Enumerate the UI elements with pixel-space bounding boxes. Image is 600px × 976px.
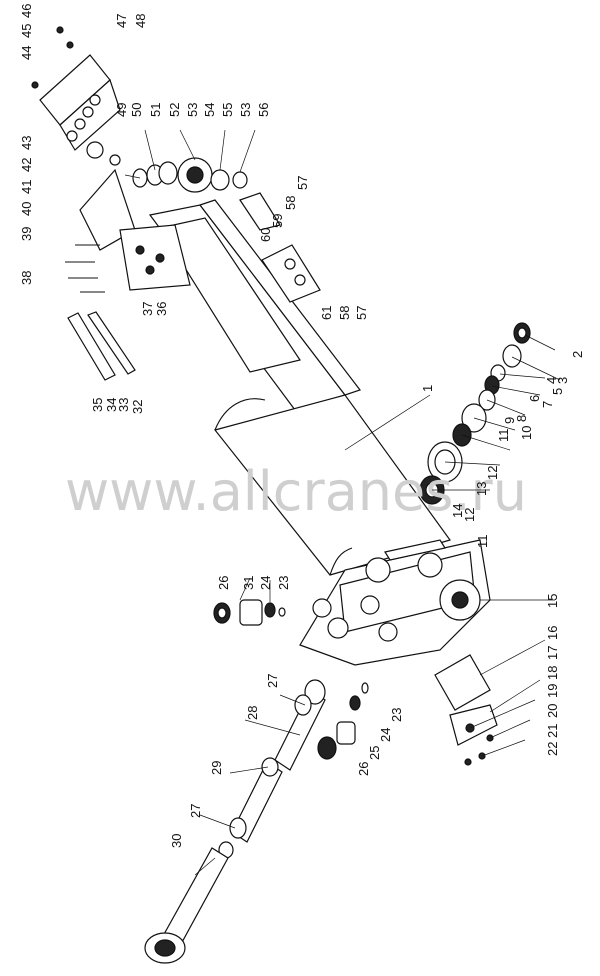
callout-21: 21 <box>545 724 560 738</box>
callout-56: 56 <box>256 103 271 117</box>
callout-3: 3 <box>555 377 570 384</box>
top-left-assembly <box>31 26 121 151</box>
callout-18: 18 <box>545 666 560 680</box>
callout-28: 28 <box>245 706 260 720</box>
callout-44: 44 <box>19 46 34 60</box>
callout-33: 33 <box>116 398 131 412</box>
boom-body <box>148 199 451 576</box>
callout-1: 1 <box>420 385 435 392</box>
callout-23b: 23 <box>389 708 404 722</box>
callout-32: 32 <box>130 400 145 414</box>
callout-11b: 11 <box>475 535 490 549</box>
leader-lines <box>124 129 561 876</box>
callout-27a: 27 <box>265 674 280 688</box>
callout-25: 25 <box>367 746 382 760</box>
callout-34: 34 <box>104 398 119 412</box>
callout-36: 36 <box>154 302 169 316</box>
callout-49: 49 <box>114 103 129 117</box>
callout-51: 51 <box>148 103 163 117</box>
callout-27b: 27 <box>188 804 203 818</box>
callout-57a: 57 <box>295 176 310 190</box>
callout-35: 35 <box>90 398 105 412</box>
callout-53b: 53 <box>238 103 253 117</box>
watermark: www.allcranes.ru <box>65 460 527 523</box>
callout-5: 5 <box>550 388 565 395</box>
callout-15: 15 <box>545 594 560 608</box>
callout-30: 30 <box>169 834 184 848</box>
callout-29: 29 <box>209 761 224 775</box>
callout-41: 41 <box>19 180 34 194</box>
callout-40: 40 <box>19 202 34 216</box>
callout-38: 38 <box>19 271 34 285</box>
callout-55: 55 <box>220 103 235 117</box>
callout-47: 47 <box>114 14 129 28</box>
callout-22: 22 <box>545 742 560 756</box>
sheave-plate-assembly <box>79 141 248 291</box>
callout-10: 10 <box>519 426 534 440</box>
right-bracket <box>239 192 321 303</box>
callout-57b: 57 <box>354 306 369 320</box>
callout-59: 59 <box>270 214 285 228</box>
callout-13: 13 <box>474 482 489 496</box>
callout-17: 17 <box>545 646 560 660</box>
callout-8: 8 <box>514 415 529 422</box>
bolt-rows <box>65 244 105 293</box>
callout-54: 54 <box>202 103 217 117</box>
callout-9: 9 <box>502 417 517 424</box>
callout-39: 39 <box>19 227 34 241</box>
callout-14: 14 <box>450 504 465 518</box>
long-pins <box>144 679 326 964</box>
callout-24b: 24 <box>378 728 393 742</box>
callout-61: 61 <box>319 306 334 320</box>
callout-labels: 1 2 3 4 5 6 7 8 9 10 11 12 13 14 12 11 1… <box>19 4 585 848</box>
callout-12b: 12 <box>462 508 477 522</box>
callout-7: 7 <box>540 401 555 408</box>
callout-23a: 23 <box>276 576 291 590</box>
callout-31: 31 <box>241 576 256 590</box>
callout-24a: 24 <box>258 576 273 590</box>
callout-45: 45 <box>19 24 34 38</box>
callout-12: 12 <box>485 466 500 480</box>
boom-head-bracket <box>299 539 491 666</box>
slide-pads <box>67 311 136 381</box>
callout-2: 2 <box>570 351 585 358</box>
callout-58a: 58 <box>283 196 298 210</box>
callout-4: 4 <box>544 377 559 384</box>
callout-19: 19 <box>545 684 560 698</box>
callout-26a: 26 <box>216 576 231 590</box>
callout-48: 48 <box>133 14 148 28</box>
lower-pin-assembly <box>317 682 369 760</box>
callout-6: 6 <box>527 395 542 402</box>
callout-60: 60 <box>258 228 273 242</box>
callout-26b: 26 <box>356 762 371 776</box>
callout-43: 43 <box>19 136 34 150</box>
callout-52: 52 <box>167 103 182 117</box>
callout-37: 37 <box>140 302 155 316</box>
callout-46: 46 <box>19 4 34 18</box>
callout-58b: 58 <box>337 306 352 320</box>
callout-50: 50 <box>129 103 144 117</box>
callout-53a: 53 <box>185 103 200 117</box>
callout-42: 42 <box>19 158 34 172</box>
end-cover <box>434 654 498 766</box>
callout-20: 20 <box>545 704 560 718</box>
callout-16: 16 <box>545 626 560 640</box>
callout-11: 11 <box>496 429 511 443</box>
upper-pin-assembly <box>213 599 286 626</box>
